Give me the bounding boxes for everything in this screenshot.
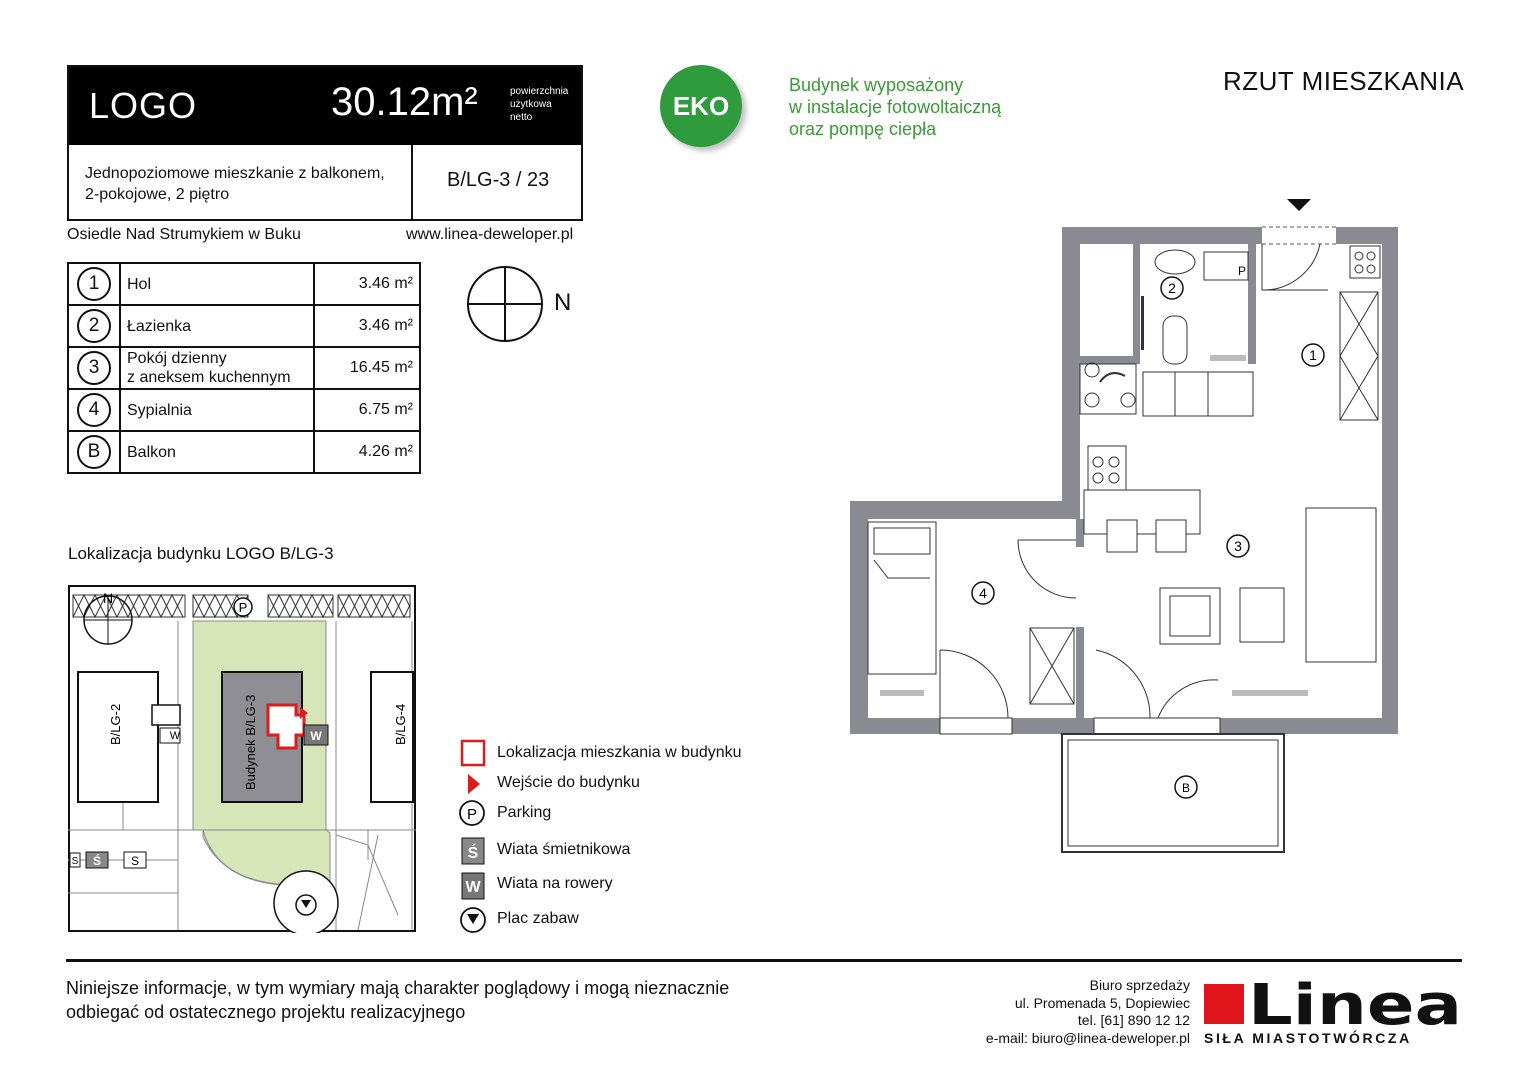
brand-name: Linea <box>1248 978 1462 1028</box>
room-name: Łazienka <box>127 317 192 335</box>
header-black-bar: LOGO 30.12m² powierzchnia użytkowa netto <box>69 67 581 145</box>
linea-logo: Linea <box>1204 978 1462 1028</box>
room-number: 3 <box>77 351 111 385</box>
legend-item: Wiata śmietnikowa <box>497 841 631 858</box>
area-description: powierzchnia użytkowa netto <box>510 86 569 123</box>
legend-item: Parking <box>497 804 552 821</box>
svg-text:W: W <box>465 879 481 896</box>
description-cell: Jednopoziomowe mieszkanie z balkonem, 2-… <box>69 145 413 221</box>
plan-title: RZUT MIESZKANIA <box>1223 66 1465 96</box>
room-area: 3.46 m² <box>313 262 421 306</box>
svg-text:S: S <box>131 854 139 868</box>
room-name: Hol <box>127 275 152 293</box>
building-b-lg-4 <box>370 671 414 803</box>
legend-icons: P Ś W <box>459 739 486 933</box>
building-label: B/LG-2 <box>108 704 123 745</box>
apartment-description: Jednopoziomowe mieszkanie z balkonem, 2-… <box>85 165 385 203</box>
email-link[interactable]: e-mail: biuro@linea-deweloper.pl <box>985 1029 1190 1046</box>
table-row: 2 Łazienka 3.46 m² <box>67 304 421 348</box>
table-row: B Balkon 4.26 m² <box>67 430 421 474</box>
room-number: 1 <box>77 267 111 301</box>
eko-description: Budynek wyposażony w instalacje fotowolt… <box>789 75 1002 139</box>
legend-item: Wejście do budynku <box>497 774 640 791</box>
table-row: 3 Pokój dzienny z aneksem kuchennym 16.45… <box>67 346 421 390</box>
bike-shelter-label: W <box>170 730 181 742</box>
room-number: 2 <box>77 309 111 343</box>
room-number: B <box>77 435 111 469</box>
room-label: B <box>1182 781 1190 795</box>
room-name-2: z aneksem kuchennym <box>127 369 291 386</box>
bike-shelter-icon <box>461 872 485 900</box>
building-b-lg-2 <box>77 671 159 803</box>
room-label: 1 <box>1309 347 1317 363</box>
location-title: Lokalizacja budynku LOGO B/LG-3 <box>68 544 334 563</box>
svg-text:P: P <box>467 806 477 823</box>
disclaimer: Niniejsze informacje, w tym wymiary mają… <box>66 978 730 1022</box>
walls <box>850 227 1398 734</box>
room-label: 3 <box>1234 538 1242 554</box>
entrance-arrow-icon <box>1287 199 1311 211</box>
apartment-location-icon <box>460 739 486 767</box>
table-row: 4 Sypialnia 6.75 m² <box>67 388 421 432</box>
compass-icon <box>467 266 543 342</box>
footer-divider <box>66 959 1462 962</box>
room-label: 4 <box>979 585 987 601</box>
sales-office: Biuro sprzedaży ul. Promenada 5, Dopiewi… <box>940 977 1190 1047</box>
legend-item: Lokalizacja mieszkania w budynku <box>497 744 742 761</box>
rooms-table: 1 Hol 3.46 m² 2 Łazienka 3.46 m² 3 Pokój… <box>67 262 421 474</box>
floor-plan: P 2 1 3 4 <box>850 199 1398 853</box>
entrance-marker <box>300 707 308 719</box>
fence-pattern <box>72 593 411 619</box>
apartment-location-marker <box>266 703 306 750</box>
building-label: Budynek B/LG-3 <box>243 695 258 790</box>
room-area: 6.75 m² <box>313 388 421 432</box>
north-label: N <box>103 590 113 606</box>
building-entrance-icon <box>468 774 480 794</box>
parking-label: P <box>239 600 248 615</box>
table-row: 1 Hol 3.46 m² <box>67 262 421 306</box>
logo-red-square <box>1204 984 1244 1024</box>
legend-item: Plac zabaw <box>497 910 579 927</box>
room-name: Sypialnia <box>127 401 192 419</box>
svg-text:W: W <box>310 729 322 743</box>
svg-text:S: S <box>72 856 79 867</box>
svg-text:Ś: Ś <box>468 843 479 862</box>
site-map: W B/LG-2 W Budynek B/LG-3 B/LG-4 N P S Ś… <box>68 585 416 933</box>
room-label: 2 <box>1168 280 1176 296</box>
estate-name: Osiedle Nad Strumykiem w Buku <box>67 226 301 243</box>
svg-text:P: P <box>1238 264 1246 278</box>
room-name: Balkon <box>127 443 176 461</box>
room-name: Pokój dzienny <box>127 350 227 367</box>
room-number: 4 <box>77 393 111 427</box>
brand-tagline: SIŁA MIASTOTWÓRCZA <box>1204 1030 1412 1046</box>
svg-text:Ś: Ś <box>93 853 101 868</box>
parking-icon <box>459 800 485 826</box>
building-label: B/LG-4 <box>393 704 408 745</box>
logo-text: LOGO <box>89 85 198 126</box>
north-label: N <box>554 289 572 316</box>
apartment-header: LOGO 30.12m² powierzchnia użytkowa netto… <box>67 65 583 221</box>
total-area: 30.12m² <box>331 80 478 124</box>
eko-badge: EKO <box>660 65 742 147</box>
website-link[interactable]: www.linea-deweloper.pl <box>406 226 574 243</box>
legend-item: Wiata na rowery <box>497 875 613 892</box>
waste-shelter-icon <box>461 837 485 865</box>
room-area: 3.46 m² <box>313 304 421 348</box>
room-area: 16.45 m² <box>313 346 421 390</box>
apartment-code: B/LG-3 / 23 <box>447 169 550 191</box>
room-area: 4.26 m² <box>313 430 421 474</box>
